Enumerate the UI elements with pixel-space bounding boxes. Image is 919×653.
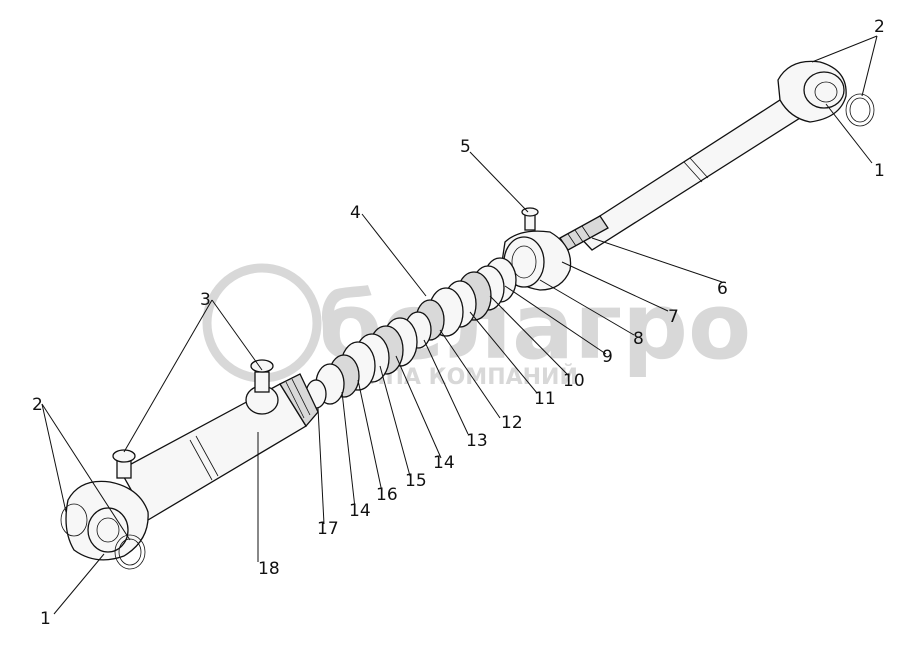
left-housing [112, 359, 319, 521]
seal-ring-stack [305, 257, 517, 409]
right-rod-assembly [559, 60, 875, 251]
callout-9: 9 [602, 347, 613, 367]
callout-16: 16 [376, 485, 398, 505]
callout-15: 15 [405, 471, 427, 491]
left-eye-assembly [60, 480, 149, 570]
leader-lines [41, 35, 878, 615]
callout-5: 5 [460, 137, 471, 157]
callout-8: 8 [633, 329, 644, 349]
callout-12: 12 [501, 413, 523, 433]
callout-7: 7 [668, 307, 679, 327]
callout-18: 18 [258, 559, 280, 579]
callout-3: 3 [200, 290, 211, 310]
callout-6: 6 [717, 279, 728, 299]
callout-1-right: 1 [874, 161, 885, 181]
callout-17: 17 [317, 519, 339, 539]
callout-1-left: 1 [40, 609, 51, 629]
callout-14-lower: 14 [349, 501, 371, 521]
callout-2-right: 2 [874, 17, 885, 37]
callout-11: 11 [534, 389, 556, 409]
callout-4: 4 [350, 203, 361, 223]
callout-2-left: 2 [32, 395, 43, 415]
callout-10: 10 [563, 371, 585, 391]
callout-14-upper: 14 [433, 453, 455, 473]
callout-13: 13 [466, 431, 488, 451]
callout-labels: 2 1 5 6 7 8 9 10 11 12 4 13 14 15 16 14 … [32, 17, 885, 629]
clamp-housing [501, 207, 572, 291]
